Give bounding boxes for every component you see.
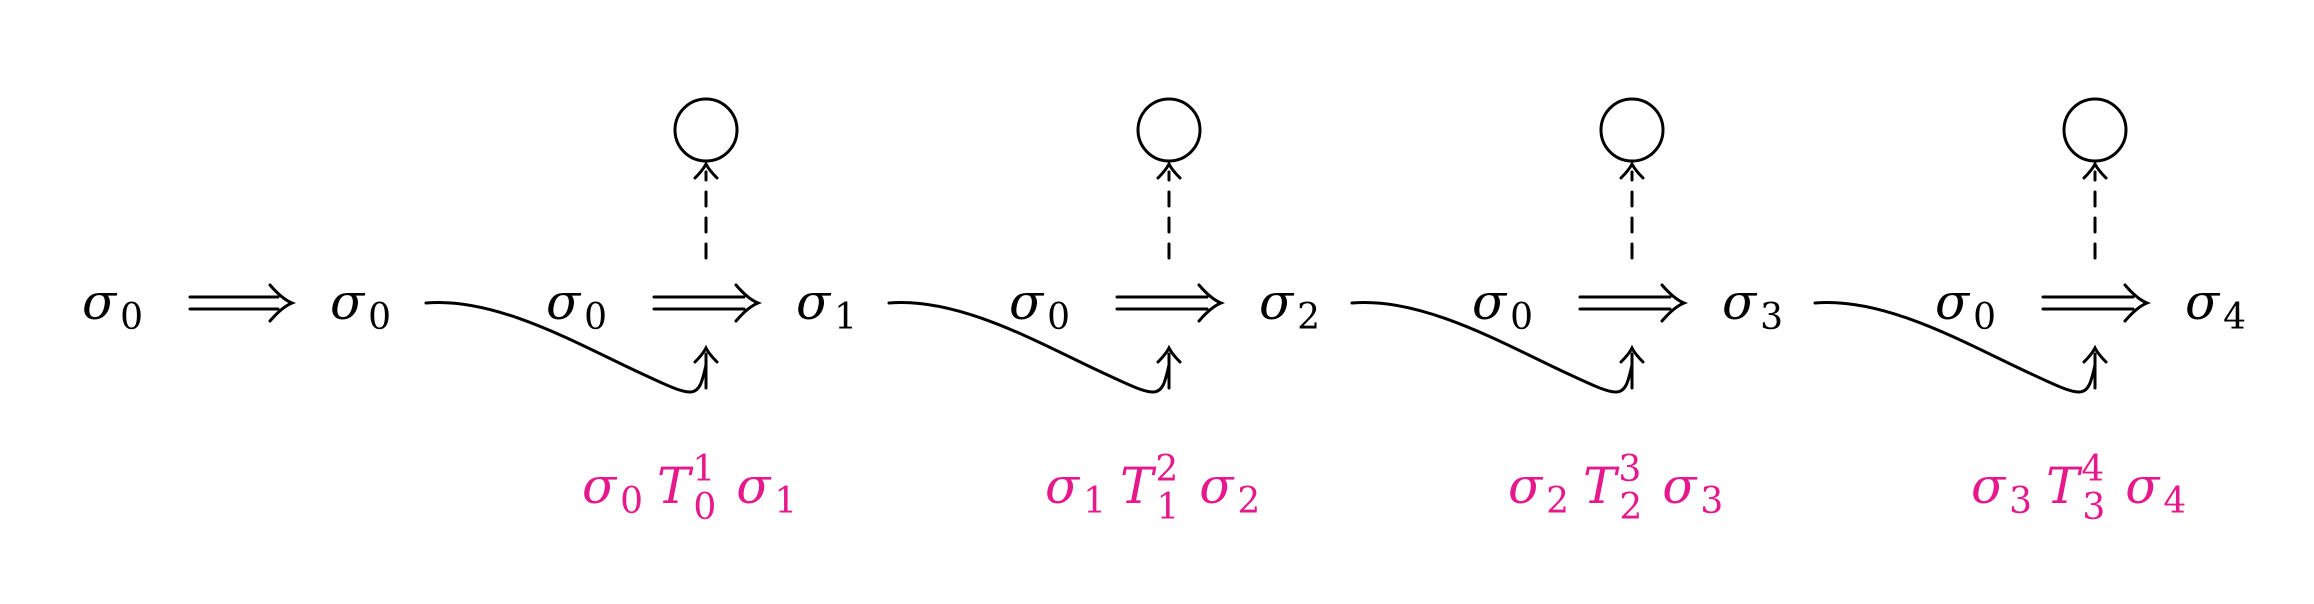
label-T-symbol: T — [657, 457, 694, 515]
step-1-double-arrow-icon — [652, 283, 763, 323]
step-1-sigma-right-symbol: σ — [796, 273, 832, 331]
step-1-sigma-left-subscript: 0 — [584, 297, 607, 338]
step-2-up-arrow-icon — [1156, 344, 1182, 390]
step-1-sigma-right-subscript: 1 — [834, 297, 857, 338]
step-1-curved-up-arrow-icon — [424, 300, 708, 394]
step-4-double-arrow-icon — [2041, 283, 2152, 323]
step-3-sigma-left-subscript: 0 — [1510, 297, 1533, 338]
step-2-sigma-right-subscript: 2 — [1297, 297, 1320, 338]
label-post-symbol: σ — [1662, 457, 1698, 515]
label-pre-symbol: σ — [1508, 457, 1544, 515]
step-3-sigma-left-symbol: σ — [1472, 273, 1508, 331]
step-3-double-arrow-icon — [1578, 283, 1689, 323]
label-T-superscript: 1 — [692, 449, 715, 490]
initial-sigma-right-symbol: σ — [330, 273, 366, 331]
label-pre-subscript: 3 — [2009, 481, 2032, 522]
label-post-symbol: σ — [2125, 457, 2161, 515]
step-3-sigma-right-symbol: σ — [1722, 273, 1758, 331]
step-2-sigma-left-symbol: σ — [1009, 273, 1045, 331]
step-4-sigma-left-subscript: 0 — [1973, 297, 1996, 338]
label-post-symbol: σ — [1199, 457, 1235, 515]
label-T-symbol: T — [1120, 457, 1157, 515]
label-pre-symbol: σ — [1971, 457, 2007, 515]
label-T-superscript: 4 — [2081, 449, 2104, 490]
label-post-subscript: 4 — [2163, 481, 2186, 522]
step-1-dashed-up-arrow-icon — [693, 160, 719, 260]
label-post-subscript: 3 — [1700, 481, 1723, 522]
step-3-dashed-up-arrow-icon — [1619, 160, 1645, 260]
step-2-curved-up-arrow-icon — [887, 300, 1171, 394]
label-post-subscript: 2 — [1237, 481, 1260, 522]
step-1-up-arrow-icon — [693, 344, 719, 390]
step-1-circle-node-icon — [673, 97, 739, 163]
label-post-subscript: 1 — [774, 481, 797, 522]
label-T-symbol: T — [2046, 457, 2083, 515]
step-4-curved-up-arrow-icon — [1813, 300, 2097, 394]
initial-double-arrow-icon — [188, 283, 297, 323]
step-3-curved-up-arrow-icon — [1350, 300, 1634, 394]
step-2-double-arrow-icon — [1115, 283, 1226, 323]
label-T-subscript: 1 — [1156, 487, 1179, 528]
label-post-symbol: σ — [736, 457, 772, 515]
label-pre-symbol: σ — [582, 457, 618, 515]
initial-sigma-left-symbol: σ — [82, 273, 118, 331]
step-3-sigma-right-subscript: 3 — [1760, 297, 1783, 338]
label-T-superscript: 2 — [1155, 449, 1178, 490]
step-4-sigma-right-symbol: σ — [2185, 273, 2221, 331]
label-pre-subscript: 1 — [1083, 481, 1106, 522]
step-4-dashed-up-arrow-icon — [2082, 160, 2108, 260]
initial-sigma-left-subscript: 0 — [120, 297, 143, 338]
label-pre-subscript: 2 — [1546, 481, 1569, 522]
label-T-subscript: 2 — [1619, 487, 1642, 528]
step-4-circle-node-icon — [2062, 97, 2128, 163]
step-4-sigma-right-subscript: 4 — [2223, 297, 2246, 338]
step-2-dashed-up-arrow-icon — [1156, 160, 1182, 260]
step-3-circle-node-icon — [1599, 97, 1665, 163]
label-T-subscript: 3 — [2082, 487, 2105, 528]
initial-sigma-right-subscript: 0 — [368, 297, 391, 338]
step-1-sigma-left-symbol: σ — [546, 273, 582, 331]
label-T-symbol: T — [1583, 457, 1620, 515]
step-4-up-arrow-icon — [2082, 344, 2108, 390]
step-2-sigma-right-symbol: σ — [1259, 273, 1295, 331]
label-pre-symbol: σ — [1045, 457, 1081, 515]
step-2-circle-node-icon — [1136, 97, 1202, 163]
label-T-subscript: 0 — [693, 487, 716, 528]
step-2-sigma-left-subscript: 0 — [1047, 297, 1070, 338]
label-T-superscript: 3 — [1618, 449, 1641, 490]
step-3-up-arrow-icon — [1619, 344, 1645, 390]
step-4-sigma-left-symbol: σ — [1935, 273, 1971, 331]
label-pre-subscript: 0 — [620, 481, 643, 522]
